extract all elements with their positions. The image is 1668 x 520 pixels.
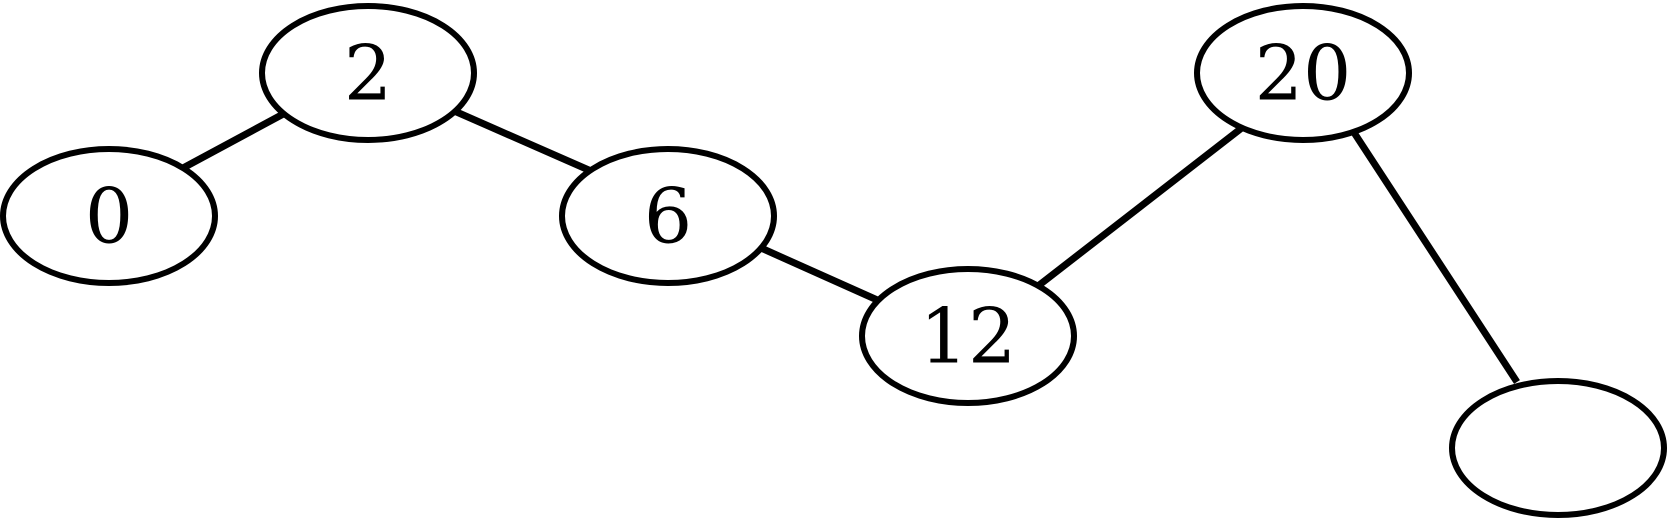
node-20: 20 xyxy=(1194,3,1412,143)
edge-6-12 xyxy=(759,244,886,307)
node-2-ellipse xyxy=(259,3,477,143)
node-0-label: 0 xyxy=(85,172,133,261)
node-empty xyxy=(1449,378,1667,518)
edge-20-empty xyxy=(1350,129,1520,384)
node-12: 12 xyxy=(859,266,1077,406)
edge-0-2 xyxy=(181,108,289,172)
node-0-ellipse xyxy=(0,146,218,286)
node-empty-ellipse xyxy=(1449,378,1667,518)
edge-12-20 xyxy=(1035,124,1246,289)
node-6-label: 6 xyxy=(644,172,692,261)
node-0: 0 xyxy=(0,146,218,286)
node-12-ellipse xyxy=(859,266,1077,406)
node-20-label: 20 xyxy=(1255,29,1352,118)
node-6-ellipse xyxy=(559,146,777,286)
node-2: 2 xyxy=(259,3,477,143)
edges xyxy=(181,106,1520,384)
node-20-ellipse xyxy=(1194,3,1412,143)
edge-2-6 xyxy=(450,106,593,175)
node-12-label: 12 xyxy=(920,292,1017,381)
node-6: 6 xyxy=(559,146,777,286)
node-2-label: 2 xyxy=(344,29,392,118)
